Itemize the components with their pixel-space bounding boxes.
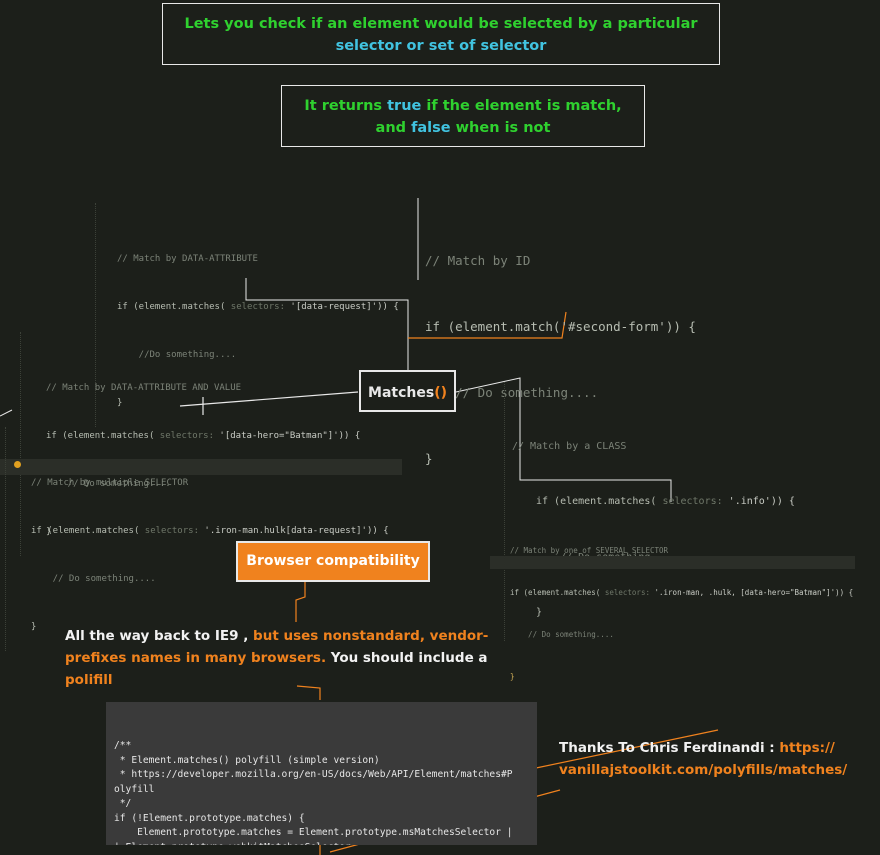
connector-polyfill xyxy=(296,685,321,700)
return-line-2: and false when is not xyxy=(375,120,551,136)
description-line-2: selector or set of selector xyxy=(335,38,547,54)
polyfill-code-line: /** xyxy=(114,740,132,751)
connector-thanks xyxy=(535,729,719,769)
return-value-box: It returns true if the element is match,… xyxy=(281,85,645,147)
browser-compat-text: All the way back to IE9 , but uses nonst… xyxy=(65,628,489,688)
polyfill-code-line: olyfill xyxy=(114,783,155,795)
lightbulb-icon xyxy=(14,461,21,468)
polyfill-code-line: */ xyxy=(114,798,132,809)
snippet-id: // Match by ID if (element.match('#secon… xyxy=(425,253,696,466)
snippet-several-highlight xyxy=(490,556,855,569)
snippet-data-attribute: // Match by DATA-ATTRIBUTE if (element.m… xyxy=(95,203,399,427)
credits: Thanks To Chris Ferdinandi : https:// va… xyxy=(559,737,869,781)
connector-attr-value xyxy=(179,391,359,407)
credits-label: Thanks To Chris Ferdinandi : xyxy=(559,740,780,756)
browser-compat-badge: Browser compatibility xyxy=(236,541,430,582)
snippet-data-attribute-value: // Match by DATA-ATTRIBUTE AND VALUE if … xyxy=(20,332,360,556)
credits-link-part-2[interactable]: vanillajstoolkit.com/polyfills/matches/ xyxy=(559,762,848,778)
polyfill-code-line: Element.prototype.matches = Element.prot… xyxy=(114,827,513,838)
polyfill-code-line: * Element.matches() polyfill (simple ver… xyxy=(114,754,380,766)
description-line-1: Lets you check if an element would be se… xyxy=(184,16,698,32)
polyfill-code-line: if (!Element.prototype.matches) { xyxy=(114,812,305,824)
connector-several xyxy=(455,377,672,502)
polyfill-code-line: | Element.prototype.webkitMatchesSelecto… xyxy=(114,841,529,846)
matches-node: Matches() xyxy=(359,370,456,412)
connector-browser xyxy=(295,582,306,622)
connector-multi xyxy=(0,409,13,417)
browser-compat-label: Browser compatibility xyxy=(246,553,420,569)
credits-link-part-1[interactable]: https:// xyxy=(779,740,835,756)
matches-parens: () xyxy=(434,385,447,401)
snippet-multi-highlight xyxy=(0,459,402,475)
polyfill-code-block: /** * Element.matches() polyfill (simple… xyxy=(106,702,537,845)
snippet-several-selector: // Match by one of SEVERAL SELECTOR if (… xyxy=(510,546,854,681)
description-box: Lets you check if an element would be se… xyxy=(162,3,720,65)
connector-id-orange xyxy=(408,311,567,339)
connector-attr xyxy=(245,278,409,370)
return-line-1: It returns true if the element is match, xyxy=(304,98,622,114)
matches-label: Matches xyxy=(368,385,435,401)
polyfill-code-line: * https://developer.mozilla.org/en-US/do… xyxy=(114,769,513,780)
snippet-multiple-selector: // Match by multiple SELECTOR if (elemen… xyxy=(5,427,389,651)
